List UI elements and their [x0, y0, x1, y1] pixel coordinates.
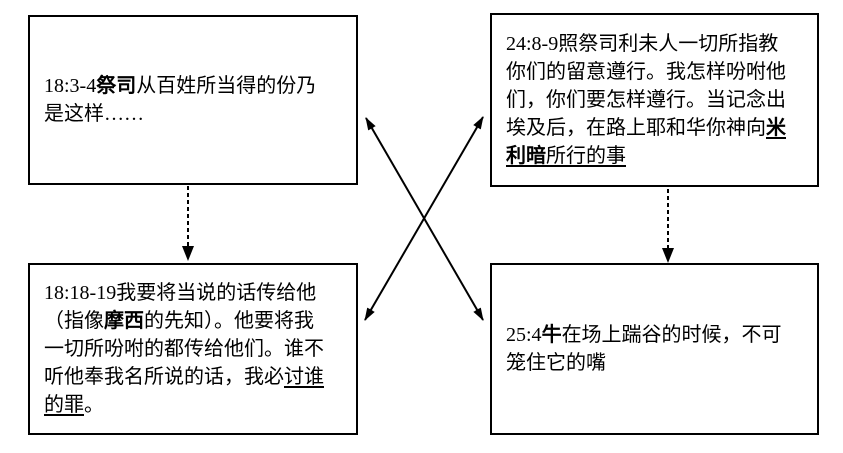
verse-segment: 18:18-19我要将当说的话传给他 （指像 [44, 282, 317, 332]
dashed-arrow-left-icon [182, 186, 194, 261]
verse-segment: 的先知）。他要将我 一切所吩咐的都传给他们。谁不 听他奉我名所说的话，我必 [44, 310, 324, 388]
verse-segment: 摩西 [104, 310, 144, 332]
verse-segment: 祭司 [96, 75, 137, 97]
verse-segment: 18:3-4 [44, 75, 97, 97]
verse-segment: 讨谁 的罪 [44, 366, 324, 416]
verse-box-18-3-4: 18:3-4祭司从百姓所当得的份乃 是这样…… [28, 15, 358, 185]
verse-box-18-18-19: 18:18-19我要将当说的话传给他 （指像摩西的先知）。他要将我 一切所吩咐的… [28, 263, 358, 435]
verse-text-18-18-19: 18:18-19我要将当说的话传给他 （指像摩西的先知）。他要将我 一切所吩咐的… [30, 279, 338, 419]
double-arrow-tl-br-icon [365, 117, 484, 321]
dashed-arrow-right-icon [662, 189, 674, 263]
verse-segment: 牛 [541, 324, 562, 346]
verse-segment: 24:8-9照祭司利未人一切所指教 你们的留意遵行。我怎样吩咐他 们，你们要怎样… [506, 33, 786, 139]
double-arrow-tr-bl-icon [364, 116, 484, 321]
verse-segment: 米 利暗 [506, 117, 786, 167]
verse-text-25-4: 25:4牛在场上踹谷的时候，不可 笼住它的嘴 [492, 321, 796, 377]
verse-text-24-8-9: 24:8-9照祭司利未人一切所指教 你们的留意遵行。我怎样吩咐他 们，你们要怎样… [492, 30, 800, 170]
verse-segment: 从百姓所当得的份乃 是这样…… [44, 75, 317, 125]
verse-box-25-4: 25:4牛在场上踹谷的时候，不可 笼住它的嘴 [490, 263, 819, 435]
verse-segment: 25:4 [506, 324, 542, 346]
verse-segment: 。 [84, 394, 104, 416]
verse-segment: 所行的事 [546, 145, 626, 167]
verse-segment: 在场上踹谷的时候，不可 笼住它的嘴 [506, 324, 782, 374]
verse-box-24-8-9: 24:8-9照祭司利未人一切所指教 你们的留意遵行。我怎样吩咐他 们，你们要怎样… [490, 13, 819, 187]
verse-text-18-3-4: 18:3-4祭司从百姓所当得的份乃 是这样…… [30, 72, 330, 128]
